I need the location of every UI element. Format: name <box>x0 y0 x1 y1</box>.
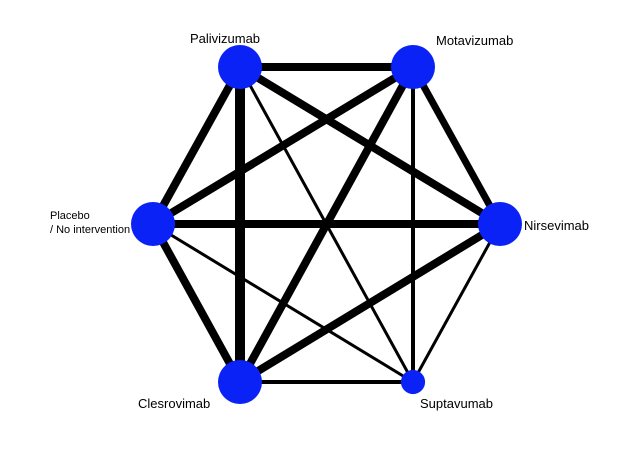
node-suptavumab <box>400 369 426 395</box>
node-label-nirsevimab: Nirsevimab <box>524 218 589 233</box>
node-placebo <box>131 202 175 246</box>
edges-layer <box>149 63 504 386</box>
edge-placebo-suptavumab <box>152 222 414 384</box>
edge-placebo-clesrovimab <box>149 222 244 384</box>
node-nirsevimab <box>478 202 522 246</box>
edge-nirsevimab-clesrovimab <box>237 220 503 386</box>
edge-palivizumab-placebo <box>149 65 244 226</box>
node-clesrovimab <box>218 360 262 404</box>
edge-nirsevimab-suptavumab <box>411 223 502 383</box>
node-label-clesrovimab: Clesrovimab <box>138 396 210 411</box>
labels-layer: Palivizumab Motavizumab Placebo / No int… <box>50 31 589 411</box>
node-label-placebo: Placebo / No intervention <box>50 210 130 236</box>
node-motavizumab <box>391 45 435 89</box>
nodes-layer <box>131 45 522 404</box>
node-label-suptavumab: Suptavumab <box>420 396 493 411</box>
node-label-motavizumab: Motavizumab <box>436 33 513 48</box>
edge-motavizumab-placebo <box>150 63 416 228</box>
node-label-palivizumab: Palivizumab <box>190 31 260 46</box>
edge-motavizumab-nirsevimab <box>409 65 504 226</box>
node-palivizumab <box>218 45 262 89</box>
